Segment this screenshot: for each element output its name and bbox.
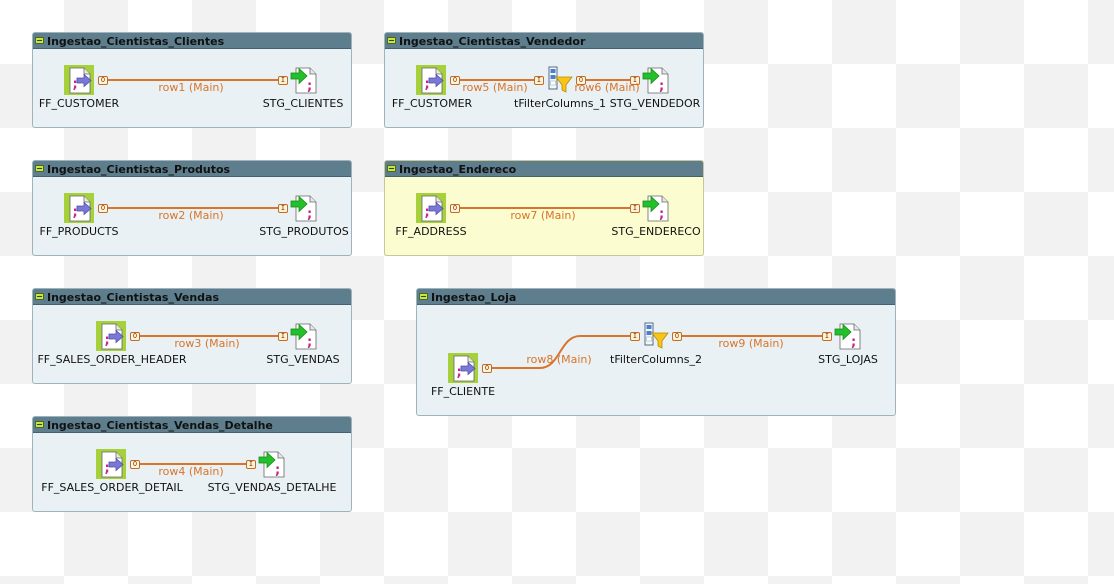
component-label: FF_SALES_ORDER_DETAIL xyxy=(41,481,183,494)
subjob-header[interactable]: Ingestao_Loja xyxy=(417,289,895,305)
collapse-icon[interactable] xyxy=(35,164,44,172)
component-stg-lojas[interactable] xyxy=(834,321,864,351)
file-output-icon xyxy=(290,323,317,351)
output-port[interactable]: O xyxy=(98,76,108,85)
subjob-header[interactable]: Ingestao_Cientistas_Vendas xyxy=(33,289,351,305)
input-port[interactable]: I xyxy=(278,332,288,341)
component-label: STG_ENDERECO xyxy=(611,225,701,238)
input-port[interactable]: I xyxy=(278,204,288,213)
component-ff-sales-order-detail[interactable] xyxy=(96,449,126,479)
component-label: FF_CUSTOMER xyxy=(38,97,120,110)
component-ff-products[interactable] xyxy=(64,193,94,223)
component-ff-customer[interactable] xyxy=(64,65,94,95)
component-ff-cliente[interactable] xyxy=(448,353,478,383)
connection-label[interactable]: row2 (Main) xyxy=(158,209,224,222)
connection-label[interactable]: row6 (Main) xyxy=(574,81,640,94)
subjob-header[interactable]: Ingestao_Cientistas_Vendedor xyxy=(385,33,703,49)
component-stg-vendedor[interactable] xyxy=(642,65,672,95)
subjob-header[interactable]: Ingestao_Cientistas_Vendas_Detalhe xyxy=(33,417,351,433)
file-input-icon xyxy=(64,65,94,95)
file-output-icon xyxy=(642,67,669,95)
file-output-icon xyxy=(290,67,317,95)
component-stg-produtos[interactable] xyxy=(290,193,320,223)
subjob-header[interactable]: Ingestao_Cientistas_Clientes xyxy=(33,33,351,49)
component-label: FF_CUSTOMER xyxy=(391,97,473,110)
subjob-header[interactable]: Ingestao_Endereco xyxy=(385,161,703,177)
connection-label[interactable]: row5 (Main) xyxy=(462,81,528,94)
component-ff-address[interactable] xyxy=(416,193,446,223)
collapse-icon[interactable] xyxy=(419,292,428,300)
subjob-title: Ingestao_Loja xyxy=(431,290,517,304)
file-input-icon xyxy=(96,449,126,479)
component-label: FF_ADDRESS xyxy=(395,225,467,238)
component-label: FF_PRODUCTS xyxy=(39,225,119,238)
subjob-title: Ingestao_Cientistas_Vendas_Detalhe xyxy=(47,418,273,432)
component-label: STG_VENDAS_DETALHE xyxy=(207,481,337,494)
component-stg-clientes[interactable] xyxy=(290,65,320,95)
component-label: tFilterColumns_1 xyxy=(514,97,606,110)
output-port[interactable]: O xyxy=(130,460,140,469)
collapse-icon[interactable] xyxy=(387,164,396,172)
component-tfiltercolumns-1[interactable] xyxy=(546,64,576,94)
file-input-icon xyxy=(416,65,446,95)
output-port[interactable]: O xyxy=(130,332,140,341)
component-label: tFilterColumns_2 xyxy=(610,353,702,366)
file-input-icon xyxy=(96,321,126,351)
input-port[interactable]: I xyxy=(278,76,288,85)
connection-label[interactable]: row8 (Main) xyxy=(526,353,592,366)
output-port[interactable]: O xyxy=(576,76,586,85)
file-output-icon xyxy=(290,195,317,223)
connection-label[interactable]: row4 (Main) xyxy=(158,465,224,478)
file-input-icon xyxy=(416,193,446,223)
subjob-title: Ingestao_Cientistas_Clientes xyxy=(47,34,225,48)
subjob-header[interactable]: Ingestao_Cientistas_Produtos xyxy=(33,161,351,177)
component-label: FF_CLIENTE xyxy=(430,385,496,398)
component-stg-vendas-detalhe[interactable] xyxy=(258,449,288,479)
input-port[interactable]: I xyxy=(246,460,256,469)
connection-label[interactable]: row3 (Main) xyxy=(174,337,240,350)
component-stg-vendas[interactable] xyxy=(290,321,320,351)
subjob-title: Ingestao_Cientistas_Produtos xyxy=(47,162,231,176)
component-stg-endereco[interactable] xyxy=(642,193,672,223)
connection-label[interactable]: row1 (Main) xyxy=(158,81,224,94)
file-input-icon xyxy=(64,193,94,223)
output-port[interactable]: O xyxy=(450,76,460,85)
file-output-icon xyxy=(834,323,861,351)
output-port[interactable]: O xyxy=(98,204,108,213)
component-label: STG_CLIENTES xyxy=(262,97,344,110)
subjob-vendas-detalhe[interactable]: Ingestao_Cientistas_Vendas_Detalhe xyxy=(32,416,352,512)
collapse-icon[interactable] xyxy=(35,36,44,44)
input-port[interactable]: I xyxy=(630,332,640,341)
subjob-title: Ingestao_Cientistas_Vendas xyxy=(47,290,220,304)
connection-label[interactable]: row9 (Main) xyxy=(718,337,784,350)
component-ff-customer[interactable] xyxy=(416,65,446,95)
file-input-icon xyxy=(448,353,478,383)
input-port[interactable]: I xyxy=(534,76,544,85)
collapse-icon[interactable] xyxy=(35,420,44,428)
file-output-icon xyxy=(642,195,669,223)
subjob-vendas[interactable]: Ingestao_Cientistas_Vendas xyxy=(32,288,352,384)
component-label: FF_SALES_ORDER_HEADER xyxy=(37,353,187,366)
subjob-title: Ingestao_Cientistas_Vendedor xyxy=(399,34,586,48)
file-output-icon xyxy=(258,451,285,479)
collapse-icon[interactable] xyxy=(387,36,396,44)
output-port[interactable]: O xyxy=(482,364,492,373)
input-port[interactable]: I xyxy=(630,204,640,213)
input-port[interactable]: I xyxy=(822,332,832,341)
subjob-title: Ingestao_Endereco xyxy=(399,162,517,176)
component-ff-sales-order-header[interactable] xyxy=(96,321,126,351)
filter-columns-icon xyxy=(548,66,573,93)
connection-label[interactable]: row7 (Main) xyxy=(510,209,576,222)
filter-columns-icon xyxy=(644,322,669,349)
component-label: STG_PRODUTOS xyxy=(259,225,349,238)
component-tfiltercolumns-2[interactable] xyxy=(642,320,672,350)
collapse-icon[interactable] xyxy=(35,292,44,300)
component-label: STG_LOJAS xyxy=(818,353,878,366)
output-port[interactable]: O xyxy=(450,204,460,213)
input-port[interactable]: I xyxy=(630,76,640,85)
component-label: STG_VENDEDOR xyxy=(609,97,701,110)
output-port[interactable]: O xyxy=(672,332,682,341)
component-label: STG_VENDAS xyxy=(266,353,340,366)
